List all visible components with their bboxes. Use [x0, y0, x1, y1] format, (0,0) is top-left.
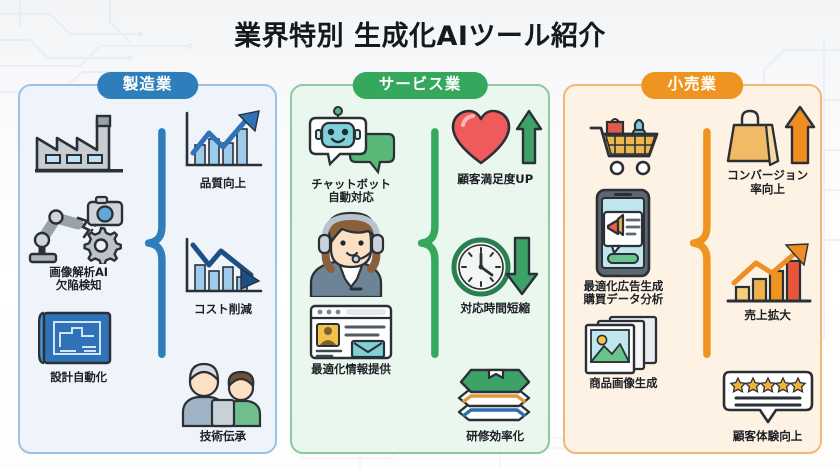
- input-product-image: 商品画像生成: [580, 313, 666, 390]
- smartphone-megaphone-ad-icon: [584, 188, 662, 278]
- retail-inputs: 最適化広告生成 購買データ分析: [565, 102, 682, 446]
- output-label-skill-transfer: 技術伝承: [199, 429, 247, 444]
- input-label-image-analysis: 画像解析AI 欠陥検知: [49, 265, 109, 293]
- shopping-bag-up-arrow-icon: [720, 105, 816, 167]
- output-label-conversion-rate: コンバージョン 率向上: [727, 168, 809, 196]
- input-label-design-automation: 設計自動化: [50, 369, 108, 384]
- input-label-ad-generation: 最適化広告生成 購買データ分析: [583, 279, 664, 307]
- input-call-operator: [301, 211, 401, 299]
- panel-retail: 小売業: [562, 72, 822, 454]
- factory-icon: [33, 112, 125, 174]
- headset-operator-icon: [301, 211, 401, 299]
- service-brace: [410, 102, 443, 446]
- panel-service: サービス業: [290, 72, 550, 454]
- input-label-product-image: 商品画像生成: [589, 375, 658, 390]
- input-ad-generation: 最適化広告生成 購買データ分析: [583, 188, 664, 307]
- brace-arrows-orange: [689, 128, 711, 358]
- clock-down-arrow-icon: [447, 234, 543, 300]
- manufacturing-inputs: 画像解析AI 欠陥検知: [20, 102, 137, 446]
- output-cost-reduction: コスト削減: [175, 231, 271, 317]
- output-training-efficiency: 研修効率化: [449, 362, 541, 444]
- input-design-automation: 設計自動化: [37, 307, 120, 384]
- output-response-time: 対応時間短縮: [447, 234, 543, 316]
- book-stack-icon: [449, 362, 541, 428]
- input-factory: [33, 112, 125, 174]
- output-label-sales-growth: 売上拡大: [744, 307, 791, 322]
- brace-arrows-blue: [145, 128, 167, 358]
- input-chatbot: チャットボット 自動対応: [304, 106, 398, 205]
- input-optimized-info: 最適化情報提供: [308, 303, 394, 376]
- review-stars-bubble-icon: [720, 368, 816, 428]
- panel-header-service: サービス業: [352, 72, 488, 99]
- output-skill-transfer: 技術伝承: [175, 356, 271, 444]
- chatbot-icon: [304, 106, 398, 176]
- chart-down-icon: [175, 231, 271, 301]
- service-outputs: 顧客満足度UP: [443, 102, 548, 446]
- robot-arm-camera-gear-icon: [26, 188, 131, 266]
- input-shopping-cart: [573, 110, 673, 180]
- mentor-trainee-icon: [175, 356, 271, 428]
- panel-manufacturing: 製造業: [18, 72, 278, 454]
- product-photos-icon: [580, 313, 666, 375]
- output-label-response-time: 対応時間短縮: [460, 300, 531, 315]
- panel-row: 製造業: [18, 72, 822, 454]
- output-satisfaction-up: 顧客満足度UP: [447, 105, 543, 187]
- manufacturing-outputs: 品質向上: [171, 102, 276, 446]
- service-inputs: チャットボット 自動対応: [292, 102, 409, 446]
- heart-up-arrow-icon: [447, 105, 543, 171]
- retail-outputs: コンバージョン 率向上: [715, 102, 820, 446]
- input-label-chatbot: チャットボット 自動対応: [311, 177, 391, 205]
- input-image-analysis-ai: 画像解析AI 欠陥検知: [26, 188, 131, 293]
- brace-arrows-green: [417, 128, 439, 358]
- shopping-cart-icon: [573, 110, 673, 180]
- output-sales-growth: 売上拡大: [720, 242, 816, 323]
- retail-brace: [682, 102, 715, 446]
- manufacturing-brace: [137, 102, 170, 446]
- output-quality-up: 品質向上: [175, 105, 271, 191]
- output-label-cost-reduction: コスト削減: [193, 301, 252, 316]
- browser-profile-icon: [308, 303, 394, 361]
- input-label-optimized-info: 最適化情報提供: [311, 361, 391, 376]
- bar-chart-up-icon: [720, 242, 816, 307]
- output-label-training-efficiency: 研修効率化: [466, 429, 525, 444]
- output-label-quality-up: 品質向上: [199, 176, 247, 190]
- page-title: 業界特別 生成化AIツール紹介: [234, 21, 606, 52]
- output-label-customer-experience: 顧客体験向上: [732, 429, 803, 444]
- output-customer-experience: 顧客体験向上: [720, 368, 816, 444]
- blueprint-icon: [37, 307, 120, 369]
- panel-header-manufacturing: 製造業: [96, 72, 199, 99]
- output-label-satisfaction-up: 顧客満足度UP: [457, 172, 534, 186]
- chart-up-icon: [175, 105, 271, 175]
- panel-header-retail: 小売業: [641, 72, 744, 99]
- output-conversion-rate: コンバージョン 率向上: [720, 105, 816, 196]
